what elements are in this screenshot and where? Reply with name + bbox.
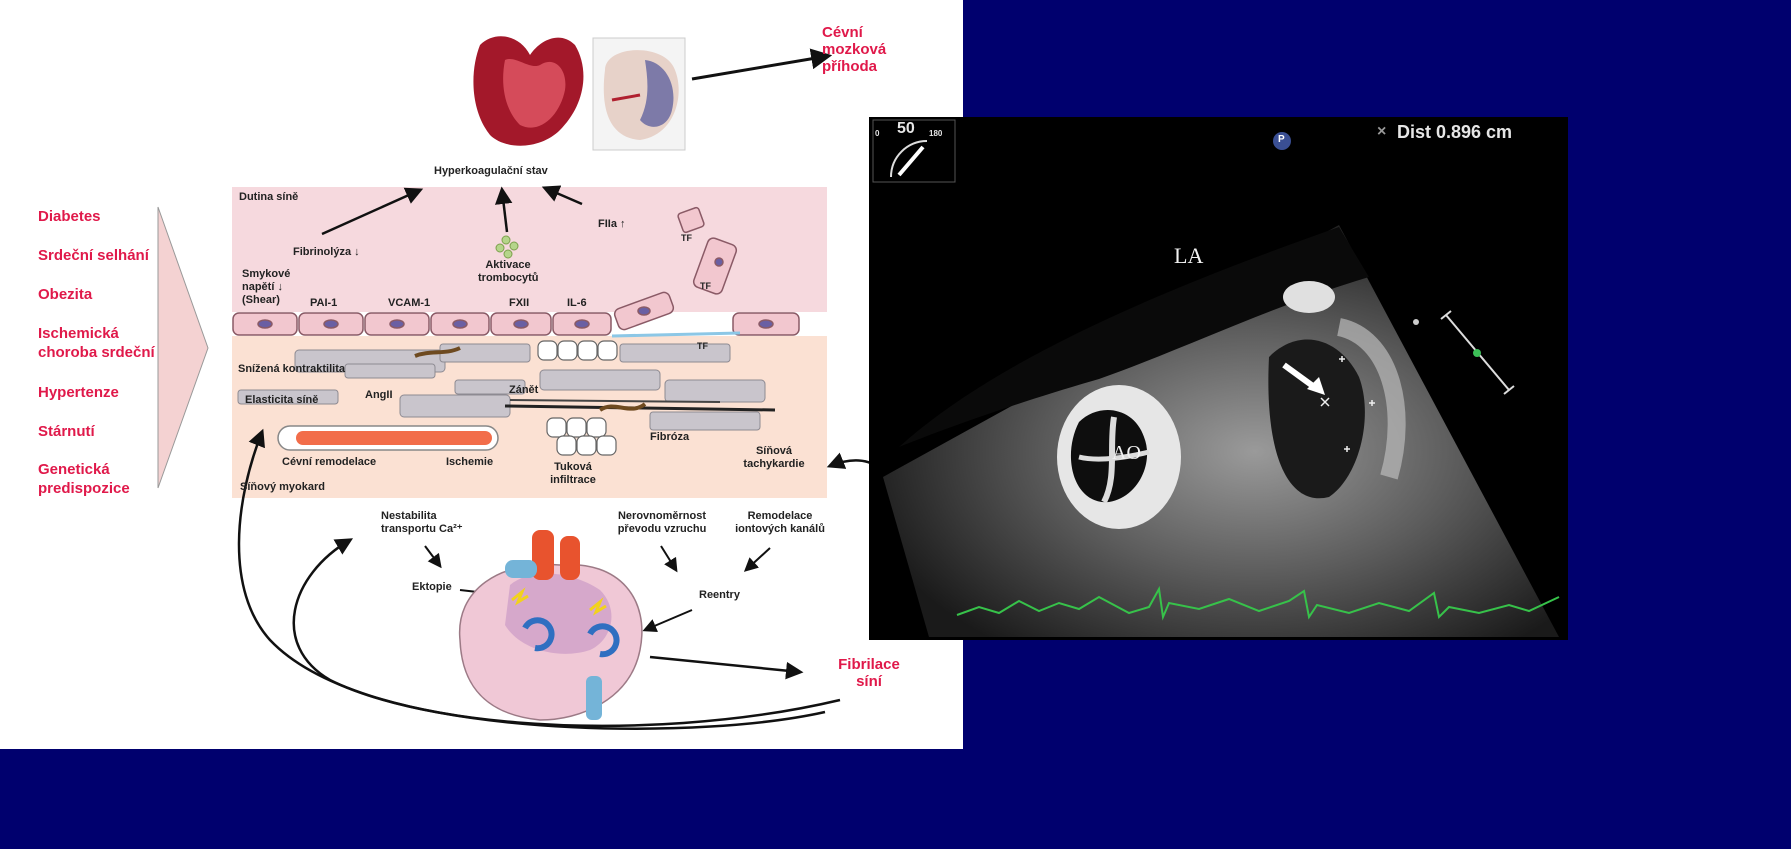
endothelial-cells: [233, 313, 799, 335]
tf-label-1: TF: [681, 232, 692, 245]
brain-illustration: [593, 38, 685, 150]
angle-min: 0: [875, 129, 879, 138]
heart-diagram: [460, 530, 642, 720]
la-label: LA: [1174, 243, 1203, 269]
hypercoag-label: Hyperkoagulační stav: [434, 165, 548, 178]
vascular-remodeling-label: Cévní remodelace: [282, 456, 376, 469]
elasticity-label: Elasticita síně: [245, 394, 318, 407]
inflammation-label: Zánět: [509, 384, 538, 397]
tf-label-3: TF: [697, 340, 708, 353]
fibrosis-label: Fibróza: [650, 431, 689, 444]
angii-label: AngII: [365, 389, 393, 402]
myocyte-fibers: [238, 344, 765, 430]
echo-graphics: [869, 117, 1568, 640]
angle-value: 50: [897, 120, 915, 138]
marker-pai1: PAI-1: [310, 297, 337, 310]
atrial-cavity-label: Dutina síně: [239, 191, 298, 204]
measurement-marker-icon: ×: [1377, 123, 1386, 141]
diagram-graphics: [0, 0, 963, 749]
angle-max: 180: [929, 129, 942, 138]
ischemia-label: Ischemie: [446, 456, 493, 469]
tf-label-2: TF: [700, 280, 711, 293]
marker-fxii: FXII: [509, 297, 529, 310]
echocardiogram-image: 50 0 180 P × Dist 0.896 cm LA AO: [869, 117, 1568, 640]
fiia-label: FIIa ↑: [598, 218, 626, 231]
risk-wedge: [158, 207, 208, 488]
vessel-icon: [278, 426, 498, 450]
ectopy-label: Ektopie: [412, 581, 452, 594]
diagram-panel: Diabetes Srdeční selhání Obezita Ischemi…: [0, 0, 963, 749]
heart-illustration: [473, 36, 583, 145]
marker-il6: IL-6: [567, 297, 587, 310]
atrial-myocardium-label: Síňový myokard: [240, 481, 325, 494]
fibrinolysis-label: Fibrinolýza ↓: [293, 246, 360, 259]
marker-vcam1: VCAM-1: [388, 297, 430, 310]
ao-label: AO: [1112, 442, 1141, 465]
fat-cells: [538, 341, 617, 455]
platelet-icons: [496, 236, 518, 258]
tf-cells: [613, 207, 738, 331]
probe-badge: P: [1278, 134, 1285, 145]
reentry-label: Reentry: [699, 589, 740, 602]
reduced-contractility-label: Snížená kontraktilita: [238, 363, 345, 376]
distance-measurement: Dist 0.896 cm: [1397, 122, 1512, 143]
